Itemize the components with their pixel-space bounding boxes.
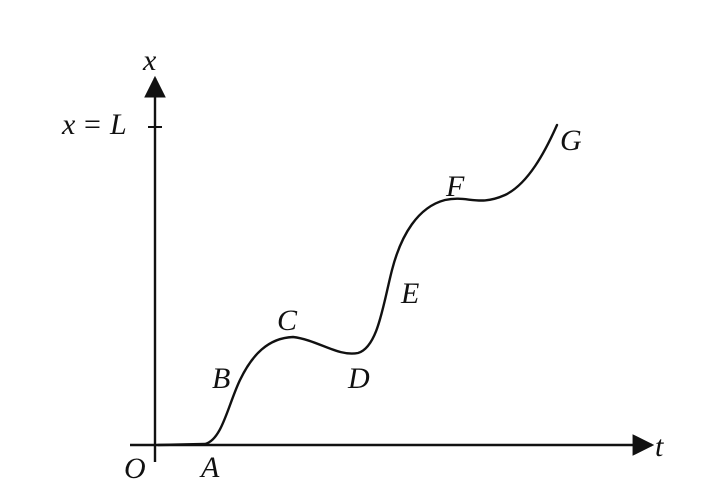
level-label-eq: = — [84, 108, 101, 141]
point-label-D: D — [347, 362, 370, 395]
point-label-E: E — [400, 277, 419, 310]
level-label-var: x — [61, 108, 76, 141]
point-label-G: G — [560, 124, 582, 157]
point-label-C: C — [277, 304, 298, 337]
level-label-value: L — [109, 108, 127, 141]
motion-curve — [156, 123, 559, 447]
point-label-A: A — [199, 451, 220, 484]
origin-label: O — [124, 452, 146, 485]
y-axis-label: x — [142, 44, 157, 77]
x-axis-label: t — [655, 430, 664, 463]
point-label-F: F — [445, 170, 465, 203]
point-label-B: B — [212, 362, 230, 395]
